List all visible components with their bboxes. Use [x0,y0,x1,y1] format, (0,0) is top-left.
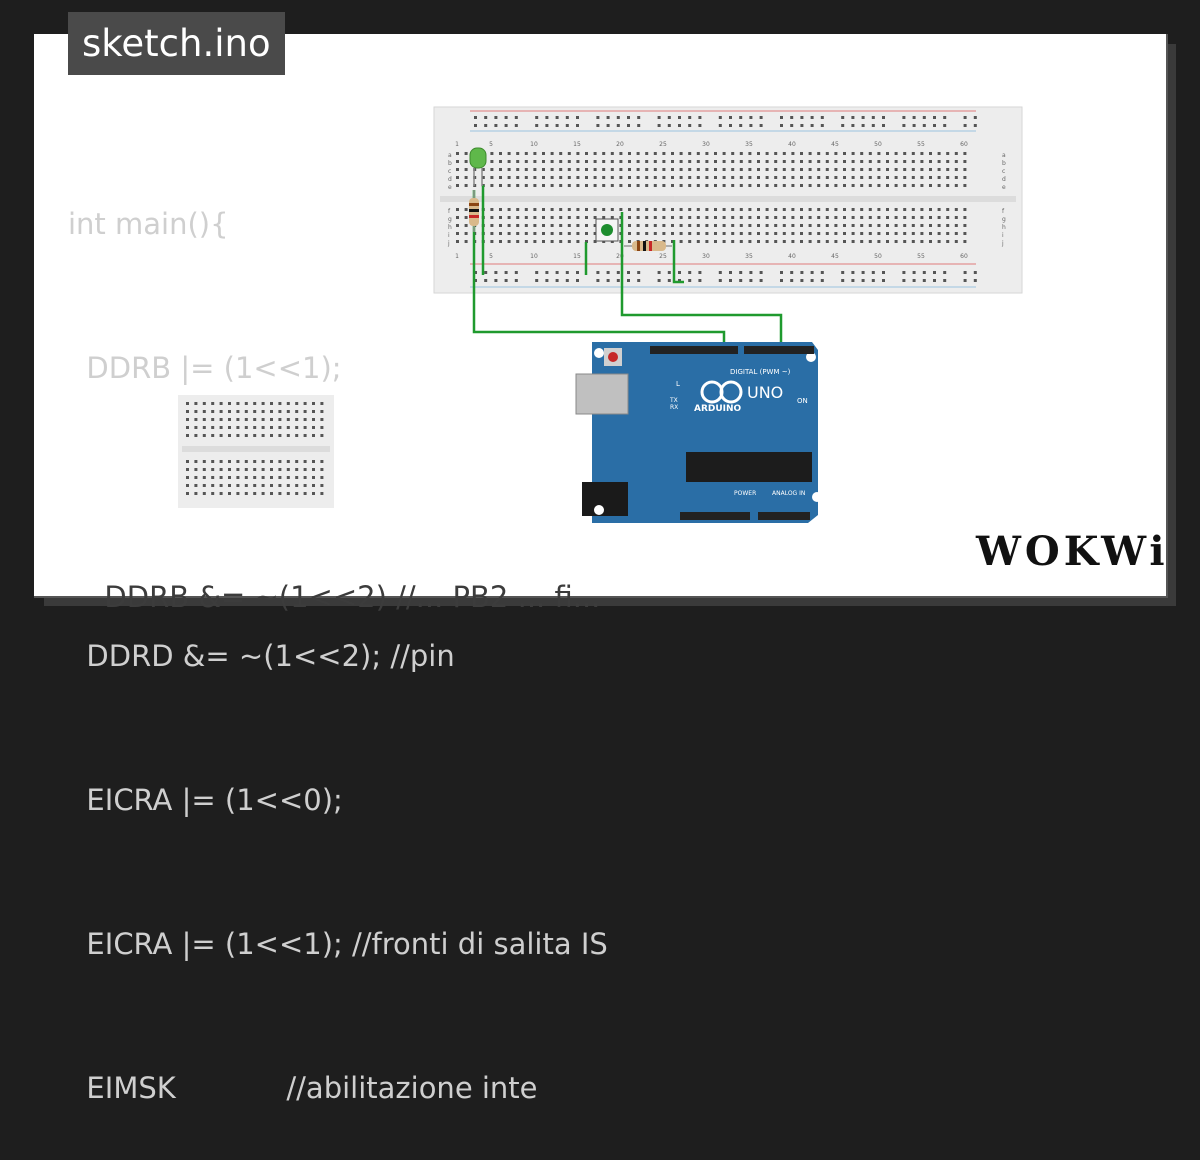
column-number: 30 [702,253,710,260]
row-letter: j [1001,240,1004,247]
row-letter: f [448,208,451,215]
mini-breadboard [178,395,334,508]
row-letter: j [447,240,450,247]
code-line: DDRB |= (1<<1); [68,351,342,385]
row-letter: c [448,168,451,175]
column-number: 30 [702,141,710,148]
code-line: DDRD &= ~(1<<2); //pin [68,639,455,673]
arduino-uno[interactable]: UNO ARDUINO DIGITAL (PWM ~) ON L TX RX P… [575,342,822,523]
push-button[interactable] [595,218,619,242]
code-line: EICRA |= (1<<0); [68,783,343,817]
resistor-2[interactable] [624,241,672,251]
column-number: 25 [659,141,667,148]
column-number: 60 [960,253,968,260]
column-number: 40 [788,141,796,148]
circuit-diagram: 1155101015152020252530303535404045455050… [178,106,1023,523]
column-number: 1 [455,141,459,148]
row-letter: b [1002,160,1006,167]
column-number: 5 [489,141,493,148]
row-letter: h [448,224,452,231]
breadboard-column-numbers: 1155101015152020252530303535404045455050… [447,141,1006,260]
column-number: 50 [874,141,882,148]
row-letter: b [448,160,452,167]
brand-label: ARDUINO [694,404,742,414]
tx-label: TX [669,397,678,404]
row-letter: d [448,176,452,183]
column-number: 20 [616,253,624,260]
code-line: int main(){ [68,207,229,241]
led-l-label: L [676,380,680,388]
column-number: 55 [917,141,925,148]
row-letter: e [1002,184,1006,191]
code-line: EIMSK //abilitazione inte [68,1071,538,1105]
power-label: POWER [734,490,756,497]
column-number: 35 [745,141,753,148]
digital-label: DIGITAL (PWM ~) [730,368,791,376]
breadboard-holes [456,116,977,282]
column-number: 15 [573,253,581,260]
row-letter: a [1002,152,1006,159]
column-number: 15 [573,141,581,148]
filename-tab[interactable]: sketch.ino [68,12,285,75]
code-line: EICRA |= (1<<1); //fronti di salita IS [68,927,608,961]
column-number: 5 [489,253,493,260]
wires [472,185,783,346]
column-number: 35 [745,253,753,260]
column-number: 55 [917,253,925,260]
row-letter: d [1002,176,1006,183]
row-letter: g [1002,216,1006,223]
column-number: 45 [831,253,839,260]
column-number: 10 [530,141,538,148]
led[interactable] [469,147,487,186]
breadboard: 1155101015152020252530303535404045455050… [433,106,1023,294]
row-letter: i [1002,232,1004,239]
column-number: 50 [874,253,882,260]
row-letter: i [448,232,450,239]
column-number: 45 [831,141,839,148]
column-number: 25 [659,253,667,260]
row-letter: e [448,184,452,191]
model-label: UNO [747,383,783,402]
rx-label: RX [670,404,678,411]
column-number: 40 [788,253,796,260]
column-number: 1 [455,253,459,260]
code-line-bottom: DDRB &= ~(1<<2) //... PB2 ... fi... [86,580,601,614]
resistor-1[interactable] [469,190,479,232]
row-letter: c [1002,168,1005,175]
row-letter: g [448,216,452,223]
column-number: 60 [960,141,968,148]
row-letter: f [1002,208,1005,215]
wokwi-logo: WOKWi [976,528,1169,575]
row-letter: h [1002,224,1006,231]
analog-label: ANALOG IN [772,490,805,497]
on-label: ON [797,397,808,405]
column-number: 20 [616,141,624,148]
row-letter: a [448,152,452,159]
column-number: 10 [530,253,538,260]
